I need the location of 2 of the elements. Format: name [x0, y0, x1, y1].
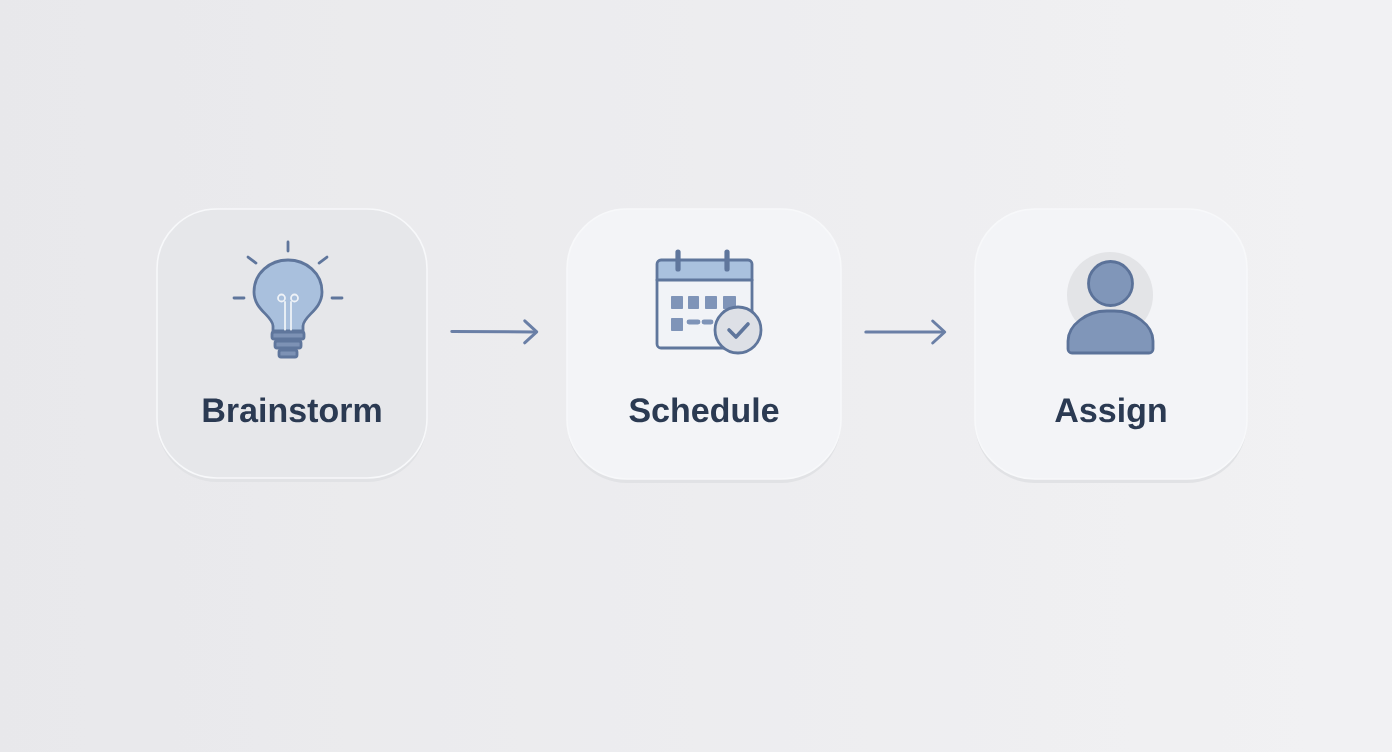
arrow — [450, 319, 539, 345]
arrow — [864, 319, 947, 345]
